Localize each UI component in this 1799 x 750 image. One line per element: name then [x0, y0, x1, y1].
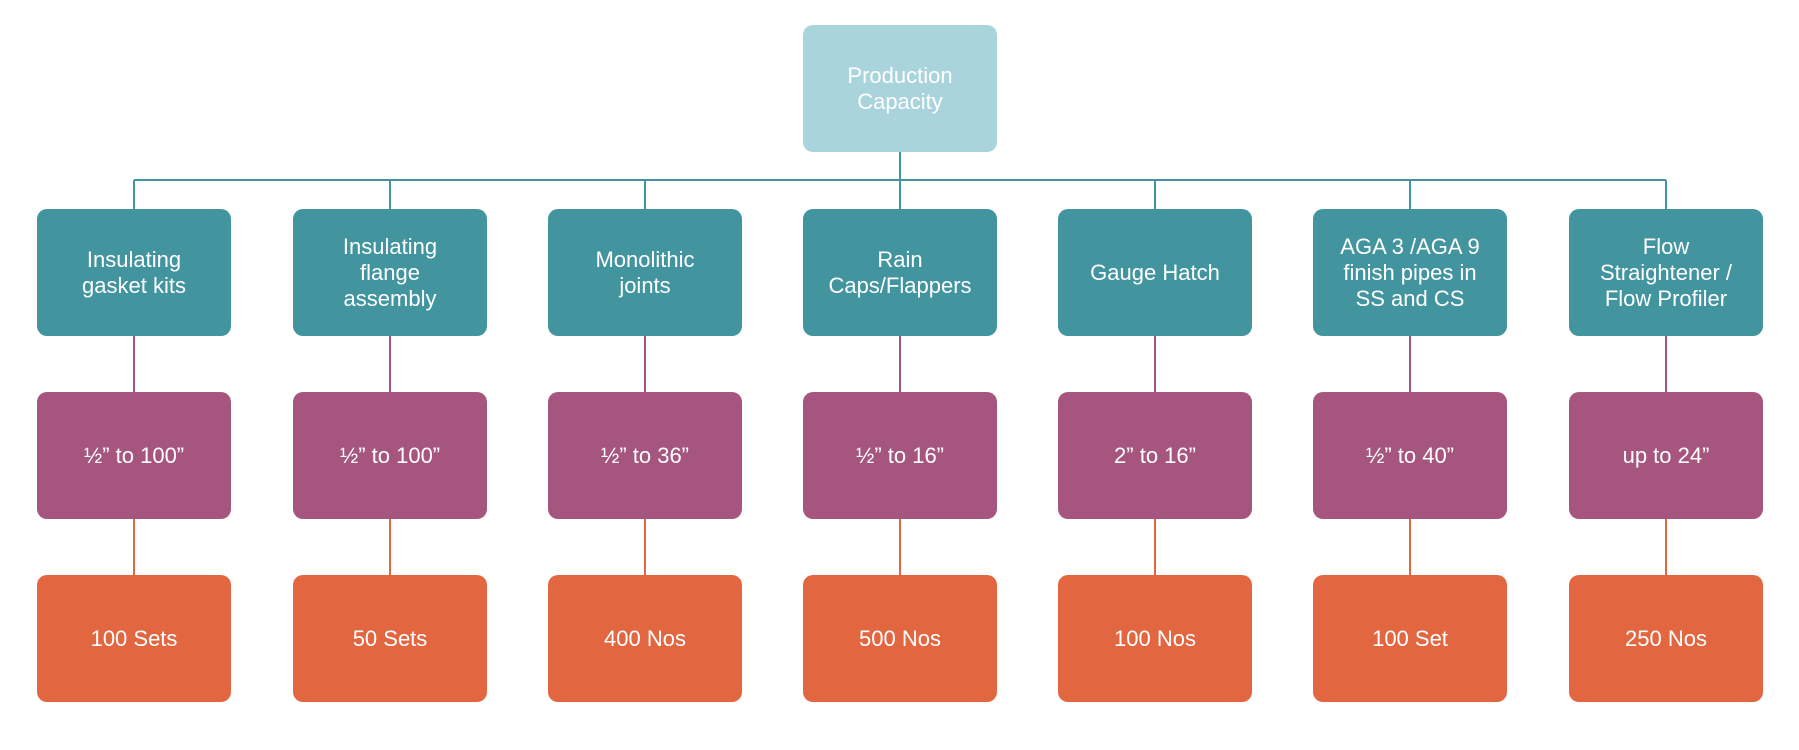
root-label: Production Capacity [847, 62, 953, 114]
product-node: Monolithic joints [548, 209, 742, 336]
product-node: Insulating gasket kits [37, 209, 231, 336]
size-node: ½” to 36” [548, 392, 742, 519]
product-node: AGA 3 /AGA 9 finish pipes in SS and CS [1313, 209, 1507, 336]
capacity-node: 100 Set [1313, 575, 1507, 702]
product-label: Insulating gasket kits [82, 246, 186, 298]
size-node: ½” to 16” [803, 392, 997, 519]
root-node: Production Capacity [803, 25, 997, 152]
capacity-node: 250 Nos [1569, 575, 1763, 702]
product-node: Rain Caps/Flappers [803, 209, 997, 336]
capacity-label: 100 Nos [1114, 625, 1196, 651]
product-label: Flow Straightener / Flow Profiler [1599, 233, 1733, 311]
product-label: Insulating flange assembly [342, 233, 438, 311]
capacity-label: 100 Sets [90, 625, 178, 651]
size-node: ½” to 100” [293, 392, 487, 519]
product-label: Rain Caps/Flappers [828, 246, 972, 298]
size-label: ½” to 40” [1365, 442, 1455, 468]
capacity-label: 100 Set [1372, 625, 1448, 651]
capacity-label: 250 Nos [1625, 625, 1707, 651]
product-label: AGA 3 /AGA 9 finish pipes in SS and CS [1340, 233, 1480, 311]
size-label: up to 24” [1622, 442, 1710, 468]
size-label: ½” to 16” [855, 442, 945, 468]
capacity-label: 500 Nos [859, 625, 941, 651]
size-node: ½” to 40” [1313, 392, 1507, 519]
capacity-node: 400 Nos [548, 575, 742, 702]
size-node: 2” to 16” [1058, 392, 1252, 519]
size-label: ½” to 100” [339, 442, 441, 468]
capacity-label: 400 Nos [604, 625, 686, 651]
product-node: Insulating flange assembly [293, 209, 487, 336]
size-node: up to 24” [1569, 392, 1763, 519]
size-node: ½” to 100” [37, 392, 231, 519]
product-label: Monolithic joints [595, 246, 695, 298]
product-label: Gauge Hatch [1090, 259, 1220, 285]
size-label: ½” to 100” [83, 442, 185, 468]
product-node: Flow Straightener / Flow Profiler [1569, 209, 1763, 336]
capacity-node: 50 Sets [293, 575, 487, 702]
capacity-node: 100 Sets [37, 575, 231, 702]
product-node: Gauge Hatch [1058, 209, 1252, 336]
capacity-node: 100 Nos [1058, 575, 1252, 702]
capacity-node: 500 Nos [803, 575, 997, 702]
size-label: 2” to 16” [1114, 442, 1196, 468]
capacity-label: 50 Sets [352, 625, 428, 651]
size-label: ½” to 36” [600, 442, 690, 468]
